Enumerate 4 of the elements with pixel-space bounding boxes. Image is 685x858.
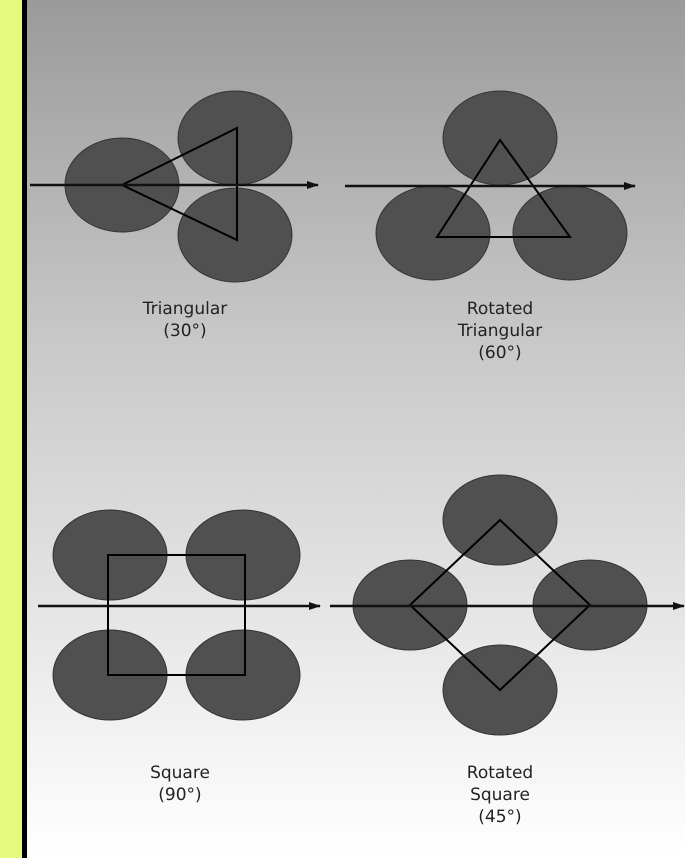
pattern-label: Rotated Triangular (60°) <box>456 298 544 364</box>
pattern-label: Triangular (30°) <box>142 298 228 342</box>
pattern-label: Rotated Square (45°) <box>466 762 534 828</box>
pattern-label: Square (90°) <box>149 762 211 806</box>
